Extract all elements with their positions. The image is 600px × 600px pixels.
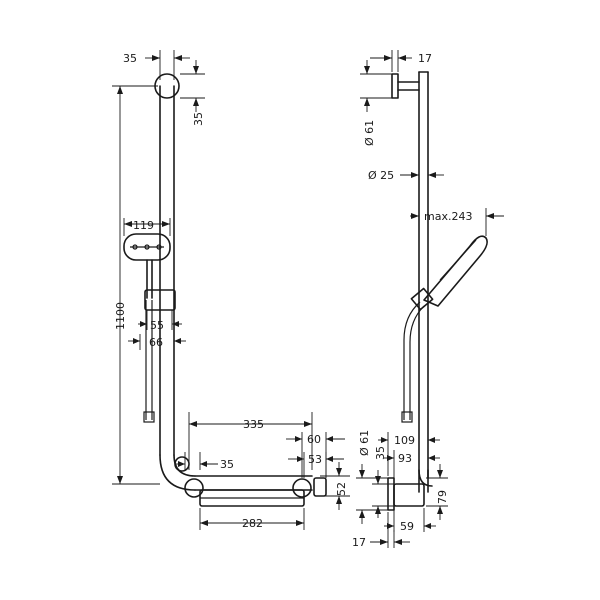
- label-max243: max.243: [424, 210, 472, 223]
- dim-52: 52: [320, 462, 350, 510]
- label-79: 79: [436, 490, 449, 504]
- label-119: 119: [133, 219, 154, 232]
- side-vertical-rail: [418, 71, 429, 493]
- dim-119: 119: [123, 218, 171, 236]
- label-d61-top: Ø 61: [363, 120, 376, 146]
- side-hose: [401, 301, 425, 423]
- label-282: 282: [242, 517, 263, 530]
- label-60: 60: [307, 433, 321, 446]
- label-53: 53: [308, 453, 322, 466]
- top-bracket-rosette: [154, 73, 180, 99]
- label-109: 109: [394, 434, 415, 447]
- side-view: 17 Ø 61 Ø 25 max.243: [352, 50, 504, 549]
- label-1100: 1100: [114, 302, 127, 330]
- side-top-bracket: [391, 73, 420, 99]
- label-17-bottom: 17: [352, 536, 366, 549]
- side-bottom-bracket: [387, 469, 433, 511]
- dim-109: 109: [378, 432, 440, 476]
- label-35-bottom: 35: [374, 446, 387, 460]
- shelf: [199, 489, 305, 507]
- label-35-shelf: 35: [220, 458, 234, 471]
- rail-corner-bend: [159, 454, 196, 491]
- dim-53: 53: [288, 452, 344, 478]
- dim-282: 282: [199, 508, 305, 530]
- label-d61-bottom: Ø 61: [358, 430, 371, 456]
- dim-79: 79: [426, 464, 449, 520]
- dim-17-top: 17: [370, 50, 432, 72]
- end-rosette: [313, 477, 327, 497]
- dim-d25: Ø 25: [368, 169, 444, 182]
- dim-35-bottom: 35: [372, 446, 394, 518]
- dim-d61-bottom: Ø 61: [356, 430, 388, 524]
- dim-17-bottom: 17: [352, 512, 410, 549]
- label-66: 66: [149, 336, 163, 349]
- dim-59: 59: [384, 508, 436, 533]
- label-59: 59: [400, 520, 414, 533]
- label-52: 52: [335, 482, 348, 496]
- label-93: 93: [398, 452, 412, 465]
- dim-1100: 1100: [112, 85, 160, 485]
- dim-335: 335: [188, 412, 313, 470]
- label-17-top: 17: [418, 52, 432, 65]
- horizontal-rail: [184, 475, 313, 498]
- dim-max243: max.243: [410, 208, 504, 236]
- label-335: 335: [243, 418, 264, 431]
- side-hand-shower: [410, 235, 488, 311]
- front-view: 35 35 1100 119: [112, 50, 350, 530]
- dim-35-top: 35: [123, 50, 190, 80]
- label-35-side: 35: [192, 112, 205, 126]
- dim-d61-top: Ø 61: [360, 60, 392, 146]
- dim-66: 66: [128, 334, 186, 350]
- label-55: 55: [150, 319, 164, 332]
- rail-slider: [144, 289, 176, 311]
- label-d25: Ø 25: [368, 169, 394, 182]
- vertical-rail: [159, 85, 175, 456]
- dim-35-side: 35: [180, 60, 205, 126]
- dim-55: 55: [138, 310, 182, 332]
- label-35-top: 35: [123, 52, 137, 65]
- dim-35-shelf: 35: [176, 452, 234, 471]
- dim-93: 93: [384, 450, 440, 482]
- shower-hose: [143, 300, 155, 423]
- hand-shower-head: [123, 233, 171, 299]
